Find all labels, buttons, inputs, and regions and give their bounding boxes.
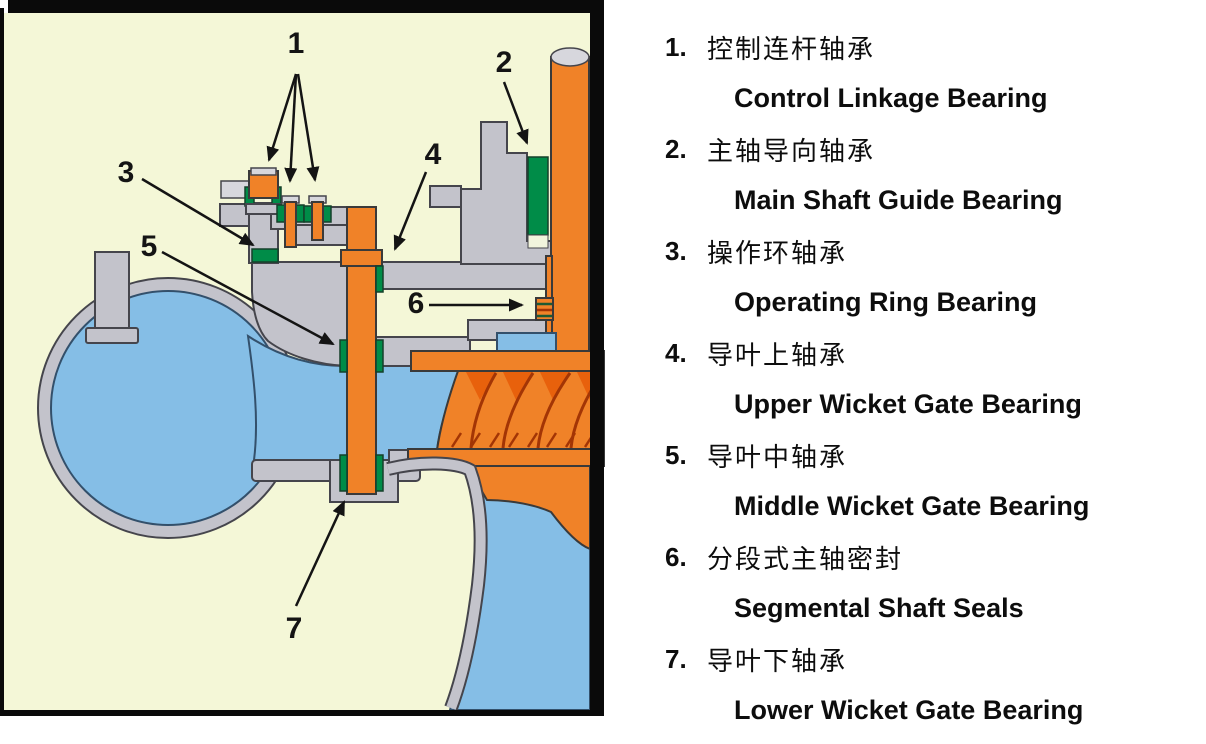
- lower-wicket-gate-bearing-left: [339, 454, 348, 492]
- frame-right: [590, 0, 604, 714]
- blade-edge: [501, 372, 535, 449]
- runner-crown-flange: [410, 350, 605, 372]
- blade-wedge: [540, 372, 570, 400]
- legend-entry-5: 5. 导叶中轴承 Middle Wicket Gate Bearing: [652, 430, 1206, 532]
- callout-1: 1: [287, 27, 305, 60]
- bolt1-seat: [245, 203, 282, 215]
- legend-english-label: Middle Wicket Gate Bearing: [734, 491, 1090, 521]
- arrow-1c: [296, 73, 320, 182]
- bracket-pin: [429, 185, 462, 208]
- bolt2-bearing-left: [276, 204, 286, 223]
- blade-edge: [536, 372, 572, 449]
- bolt3-bearing-right: [322, 205, 332, 223]
- frame-bottom: [0, 710, 604, 716]
- blade-edge: [469, 372, 498, 449]
- arrow-1a: [266, 73, 298, 162]
- arrow-1b: [284, 73, 298, 183]
- turbine-diagram-panel: 1 2 3 4 5 6 7: [0, 0, 605, 716]
- frame-left: [0, 8, 4, 714]
- blade-wedge: [503, 372, 533, 400]
- legend-english-label: Upper Wicket Gate Bearing: [734, 389, 1082, 419]
- legend-english-label: Segmental Shaft Seals: [734, 593, 1024, 623]
- legend-entry-3: 3. 操作环轴承 Operating Ring Bearing: [652, 226, 1206, 328]
- callout-7: 7: [285, 612, 303, 645]
- arrow-3: [141, 177, 255, 247]
- legend-english-label: Control Linkage Bearing: [734, 83, 1048, 113]
- support-foot: [85, 327, 139, 344]
- arrow-4: [393, 171, 428, 251]
- legend-entry-1: 1. 控制连杆轴承 Control Linkage Bearing: [652, 22, 1206, 124]
- callout-2: 2: [495, 46, 513, 79]
- segmental-shaft-seal: [535, 297, 554, 321]
- blade-wedge: [466, 372, 496, 400]
- legend-panel: 1. 控制连杆轴承 Control Linkage Bearing 2. 主轴导…: [652, 22, 1206, 736]
- legend-english-label: Operating Ring Bearing: [734, 287, 1038, 317]
- legend-number: 5.: [665, 440, 687, 470]
- bearing-notch: [527, 234, 549, 249]
- legend-chinese-label: 导叶中轴承: [707, 443, 848, 473]
- main-shaft-guide-bearing: [527, 156, 549, 236]
- arrow-5: [161, 250, 335, 346]
- legend-entry-4: 4. 导叶上轴承 Upper Wicket Gate Bearing: [652, 328, 1206, 430]
- stem-collar: [340, 249, 383, 267]
- callout-6: 6: [407, 287, 425, 320]
- legend-number: 3.: [665, 236, 687, 266]
- bolt2-bearing-right: [295, 204, 305, 223]
- frame-top: [8, 0, 604, 13]
- middle-wicket-gate-bearing-left: [339, 339, 348, 373]
- legend-chinese-label: 导叶上轴承: [707, 341, 848, 371]
- head-cover-band: [375, 261, 564, 290]
- main-shaft-top: [550, 47, 590, 67]
- blade-hatching: [450, 432, 596, 448]
- callout-3: 3: [117, 156, 135, 189]
- lower-wicket-gate-bearing-right: [375, 454, 384, 492]
- legend-number: 7.: [665, 644, 687, 674]
- spiral-case-water: [50, 290, 286, 526]
- operating-ring-bearing: [251, 248, 279, 263]
- legend-chinese-label: 导叶下轴承: [707, 647, 848, 677]
- water-pocket: [496, 332, 557, 353]
- legend-entry-7: 7. 导叶下轴承 Lower Wicket Gate Bearing: [652, 634, 1206, 736]
- middle-wicket-gate-bearing-right: [375, 339, 384, 373]
- legend-number: 4.: [665, 338, 687, 368]
- legend-chinese-label: 控制连杆轴承: [707, 35, 876, 65]
- callout-arrows: [141, 73, 529, 607]
- linkage-bolt-3: [311, 201, 324, 241]
- callout-5: 5: [140, 230, 158, 263]
- support-column: [94, 251, 130, 333]
- legend-chinese-label: 分段式主轴密封: [707, 545, 904, 575]
- legend-entry-2: 2. 主轴导向轴承 Main Shaft Guide Bearing: [652, 124, 1206, 226]
- draft-tube-liner: [386, 458, 486, 710]
- legend-number: 2.: [665, 134, 687, 164]
- upper-wicket-gate-bearing: [375, 265, 384, 293]
- legend-english-label: Lower Wicket Gate Bearing: [734, 695, 1084, 725]
- legend-number: 1.: [665, 32, 687, 62]
- arrow-7: [294, 500, 346, 607]
- linkage-bolt-2: [284, 201, 297, 248]
- legend-chinese-label: 操作环轴承: [707, 239, 848, 269]
- bolt1-cap: [250, 167, 277, 176]
- legend-entry-6: 6. 分段式主轴密封 Segmental Shaft Seals: [652, 532, 1206, 634]
- callout-4: 4: [424, 138, 442, 171]
- legend-english-label: Main Shaft Guide Bearing: [734, 185, 1063, 215]
- arrow-2: [502, 81, 529, 145]
- legend-number: 6.: [665, 542, 687, 572]
- bolt3-bearing-left: [303, 205, 313, 223]
- turbine-cross-section: [0, 0, 605, 716]
- legend-chinese-label: 主轴导向轴承: [707, 137, 876, 167]
